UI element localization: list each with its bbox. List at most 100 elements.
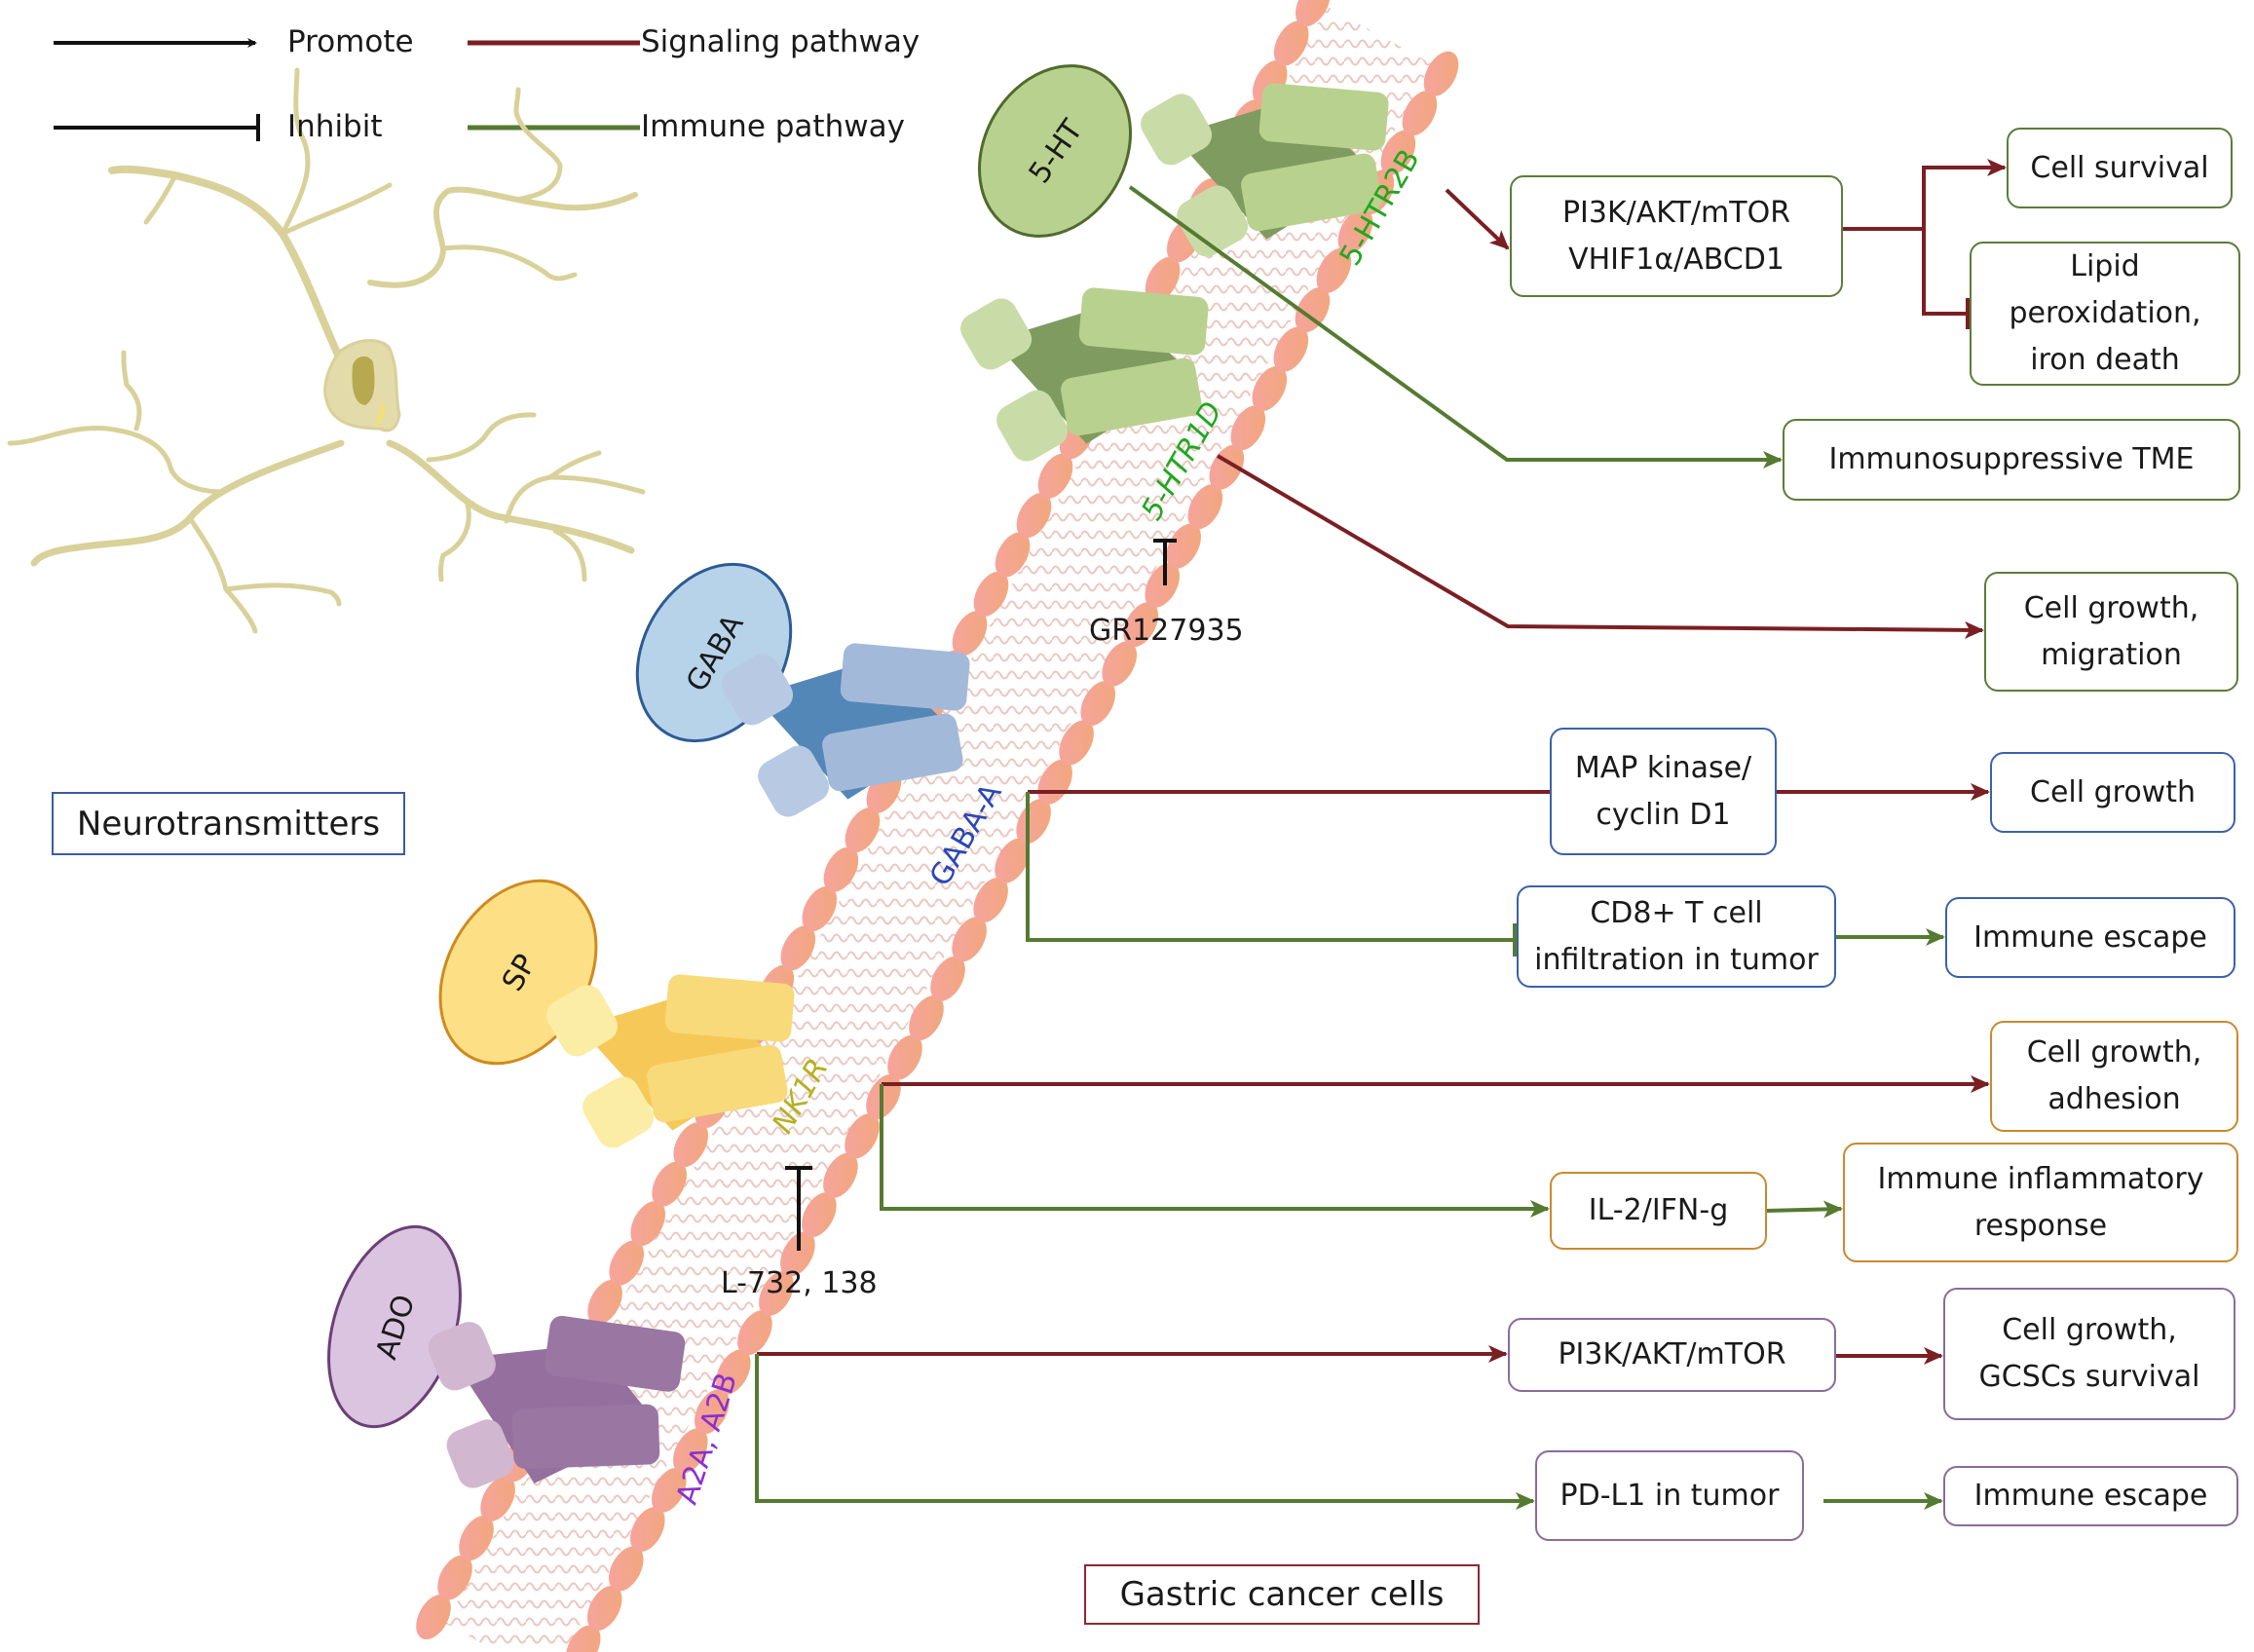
- inhibitor-gr127935-label: GR127935: [1089, 614, 1244, 648]
- lipid-head: [1145, 256, 1181, 302]
- lipid-peroxidation-box: Lipid peroxidation, iron death: [1970, 242, 2240, 386]
- lipid-head: [586, 1585, 622, 1632]
- lipid-head: [952, 917, 987, 962]
- neurotransmitters-label-box: Neurotransmitters: [52, 792, 405, 855]
- immune-escape-box-gaba: Immune escape: [1945, 897, 2235, 978]
- pdl1-box: PD-L1 in tumor: [1535, 1450, 1804, 1541]
- lipid-head: [587, 1279, 622, 1325]
- legend-signaling-label: Signaling pathway: [641, 24, 920, 59]
- receptor-5htr1d: [960, 287, 1209, 462]
- lipid-head: [1059, 720, 1094, 766]
- lipid-head: [1252, 365, 1288, 412]
- lipid-head: [1273, 20, 1309, 66]
- lipid-head: [695, 1389, 730, 1435]
- cell-growth-box: Cell growth: [1990, 752, 2235, 833]
- lipid-head: [1402, 91, 1438, 136]
- lipid-head: [1230, 405, 1266, 451]
- lipid-head: [1316, 247, 1352, 293]
- pi3k-akt-mtor-box: PI3K/AKT/mTOR: [1508, 1318, 1836, 1392]
- htr1d-to-growth-arrow: [1216, 454, 1984, 639]
- map-kinase-box: MAP kinase/ cyclin D1: [1550, 728, 1777, 855]
- lipid-head: [823, 1152, 858, 1198]
- lipid-head: [565, 1625, 601, 1652]
- legend-immune-label: Immune pathway: [641, 109, 905, 144]
- lipid-head: [609, 1546, 644, 1592]
- lipid-head: [673, 1428, 708, 1474]
- lipid-head: [652, 1161, 687, 1207]
- lipid-head: [1016, 799, 1051, 845]
- lipid-head: [1187, 484, 1223, 530]
- pi3k-inhibit-lipid: [1922, 229, 1968, 316]
- ligand-5ht: [978, 64, 1132, 238]
- lipid-head: [930, 956, 965, 1001]
- lipid-head: [1080, 681, 1115, 727]
- cd8-infiltration-box: CD8+ T cell infiltration in tumor: [1517, 885, 1836, 988]
- lipid-head: [802, 1192, 837, 1238]
- lipid-head: [673, 1122, 708, 1168]
- lipid-head: [780, 1231, 815, 1277]
- lipid-head: [1273, 326, 1309, 372]
- lipid-head: [416, 1594, 451, 1640]
- receptor-gaba-a: [722, 643, 970, 817]
- lipid-head: [630, 1201, 665, 1247]
- lipid-head: [437, 1555, 472, 1600]
- lipid-head: [630, 1507, 665, 1553]
- cell-survival-box: Cell survival: [2007, 128, 2233, 208]
- pi3k-vhif-box: PI3K/AKT/mTOR VHIF1α/ABCD1: [1510, 175, 1843, 297]
- lipid-head: [480, 1476, 515, 1521]
- lipid-head: [759, 1270, 794, 1316]
- lipid-head: [716, 1349, 751, 1395]
- lipid-head: [1102, 641, 1137, 687]
- lipid-head: [1380, 130, 1416, 175]
- lipid-head: [973, 877, 1008, 923]
- lipid-head: [1037, 453, 1073, 499]
- legend-promote-label: Promote: [287, 24, 414, 59]
- lipid-head: [1296, 0, 1331, 27]
- lipid-head: [1016, 493, 1052, 539]
- receptor-nk1r: [546, 974, 795, 1148]
- immunosuppressive-tme-box: Immunosuppressive TME: [1783, 419, 2240, 501]
- gastric-cancer-cells-label-box: Gastric cancer cells: [1084, 1564, 1480, 1625]
- lipid-head: [823, 846, 859, 892]
- lipid-head: [1145, 562, 1180, 608]
- lipid-tails: [445, 6, 1432, 1652]
- lipid-head: [995, 532, 1031, 578]
- 5ht-to-immunosuppressive-arrow: [1128, 185, 1783, 469]
- lipid-head: [952, 611, 988, 657]
- lipid-head: [1123, 602, 1158, 648]
- lipid-head: [737, 1310, 772, 1356]
- immune-inflammatory-box: Immune inflammatory response: [1843, 1143, 2238, 1262]
- growth-migration-box: Cell growth, migration: [1984, 572, 2238, 692]
- neuron-illustration: [7, 67, 646, 634]
- pathway-connectors: [755, 159, 2007, 1510]
- immune-escape-box-ado: Immune escape: [1943, 1466, 2238, 1526]
- legend-inhibit-label: Inhibit: [287, 109, 383, 144]
- inhibitor-l732138-label: L-732, 138: [721, 1266, 878, 1300]
- receptor-5htr2b: [1141, 83, 1389, 257]
- lipid-head: [459, 1516, 494, 1561]
- lipid-head: [780, 925, 816, 971]
- il2-ifng-box: IL-2/IFN-g: [1550, 1172, 1767, 1250]
- receptor-a2a-a2b: [428, 1315, 686, 1488]
- lipid-head: [1423, 51, 1459, 96]
- gaba-inhibit-cd8: [1026, 792, 1515, 942]
- a2a-to-pdl1-arrow: [755, 1354, 1535, 1510]
- il2-to-inflammatory-arrow: [1766, 1200, 1843, 1219]
- lipid-head: [909, 995, 944, 1041]
- lipid-head: [1295, 287, 1331, 333]
- legend: [54, 38, 640, 141]
- htr2b-to-pi3k-arrow: [1445, 188, 1510, 250]
- growth-adhesion-box: Cell growth, adhesion: [1990, 1021, 2238, 1132]
- lipid-head: [652, 1467, 687, 1513]
- lipid-head: [802, 885, 838, 932]
- lipid-head: [973, 571, 1009, 617]
- lipid-head: [1166, 523, 1201, 569]
- lipid-head: [1337, 208, 1373, 254]
- lipid-head: [995, 838, 1030, 883]
- lipid-head: [845, 807, 881, 853]
- lipid-head: [845, 1113, 880, 1159]
- nk1r-to-il2-arrow: [880, 1084, 1550, 1218]
- growth-gcscs-box: Cell growth, GCSCs survival: [1943, 1288, 2235, 1420]
- lipid-head: [609, 1240, 644, 1286]
